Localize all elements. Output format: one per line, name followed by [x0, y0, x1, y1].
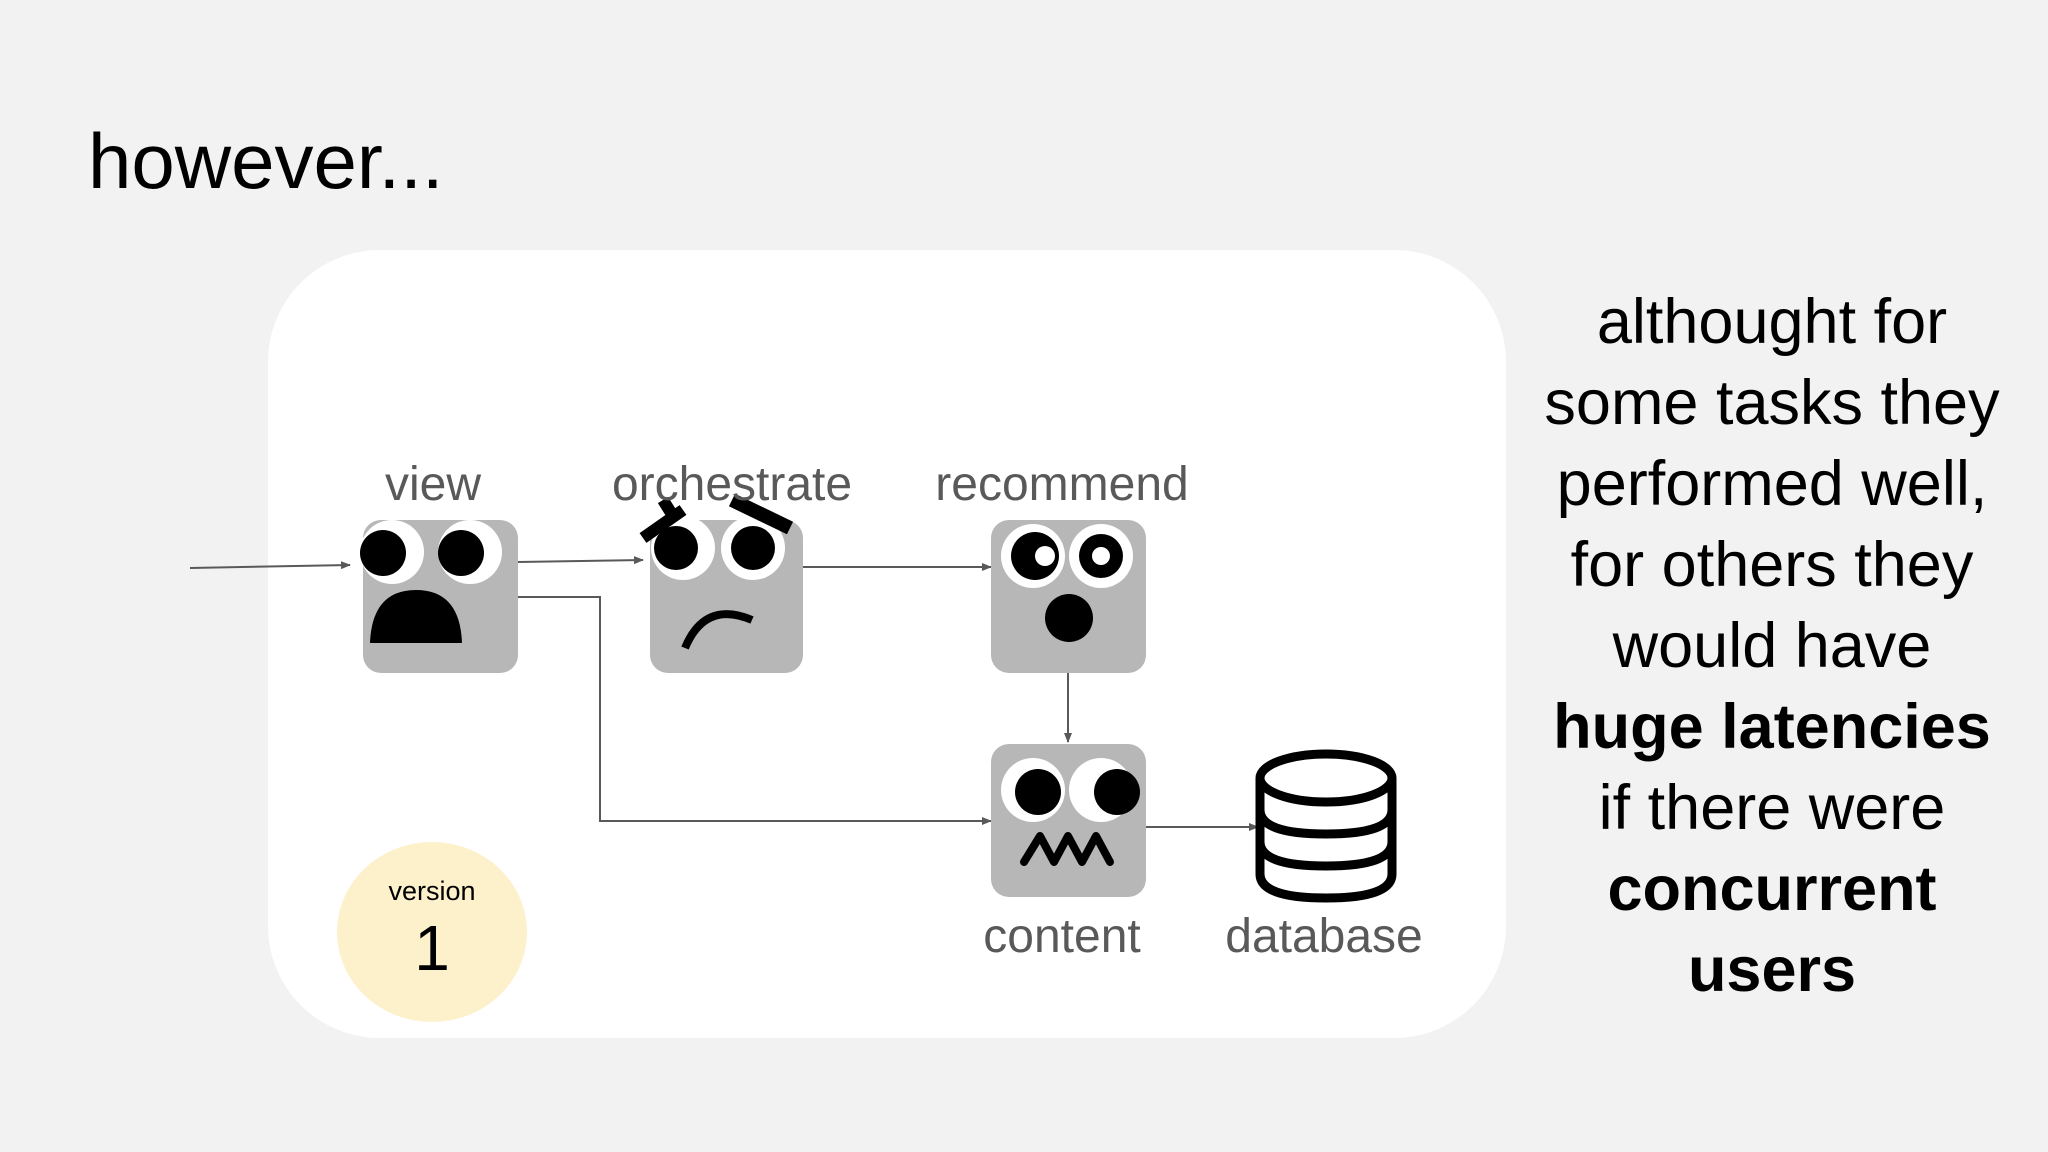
- recommend-label: recommend: [935, 458, 1189, 511]
- arrow-input-to-view: [189, 561, 351, 570]
- version-label: version: [388, 876, 476, 906]
- view-node-icon: [360, 520, 518, 673]
- explanation-text: althought for some tasks they performed …: [1512, 282, 2032, 1011]
- slide-title: however...: [88, 117, 444, 205]
- orchestrate-node-icon: [639, 493, 803, 673]
- database-icon: [1255, 749, 1397, 903]
- view-label: view: [384, 458, 482, 511]
- explanation-line: performed well,: [1556, 449, 1988, 519]
- orchestrate-label: orchestrate: [611, 458, 853, 511]
- database-label: database: [1225, 910, 1423, 963]
- arrow-view-to-content: [518, 596, 992, 825]
- arrow-view-to-orchestrate: [517, 556, 644, 565]
- explanation-line-emphasis: users: [1687, 935, 1857, 1005]
- content-label: content: [983, 910, 1141, 963]
- explanation-line-emphasis: huge latencies: [1553, 692, 1991, 762]
- explanation-line: for others they: [1570, 530, 1974, 600]
- explanation-line: if there were: [1598, 773, 1946, 843]
- recommend-node-icon: [991, 520, 1146, 673]
- version-number: 1: [414, 912, 450, 984]
- explanation-line: would have: [1612, 611, 1932, 681]
- explanation-line: some tasks they: [1544, 368, 2000, 438]
- explanation-line: althought for: [1596, 287, 1948, 357]
- connectors: [189, 556, 1259, 831]
- content-node-icon: [991, 744, 1146, 897]
- explanation-line-emphasis: concurrent: [1607, 854, 1937, 924]
- version-badge: version 1: [337, 842, 527, 1022]
